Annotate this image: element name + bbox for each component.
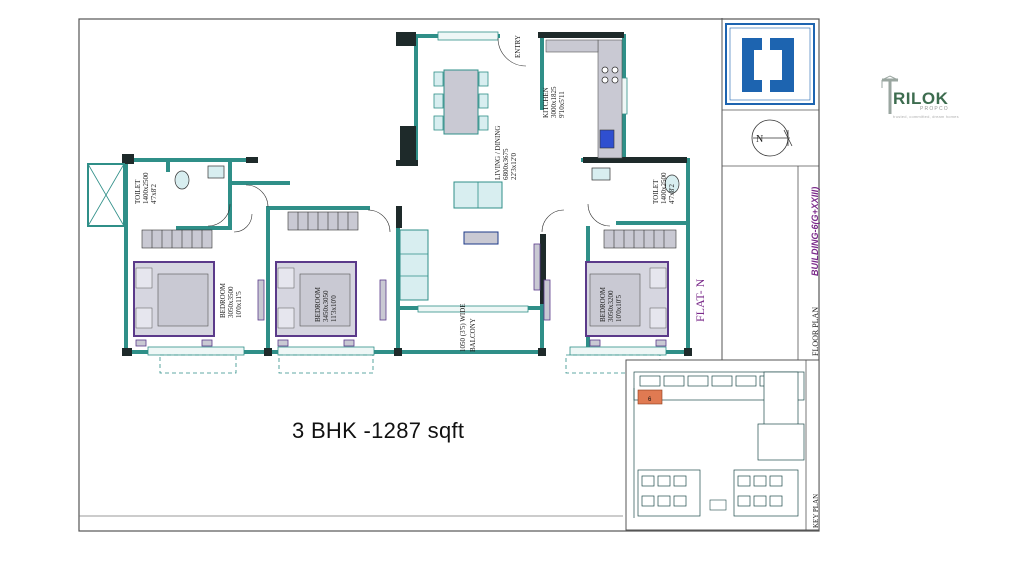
toilet-right-dim-mm: 1400x2500 (660, 172, 668, 204)
building-label: BUILDING-6(G+XXIII) (810, 187, 820, 276)
kitchen-name: KITCHEN (542, 87, 550, 118)
floor-plan-label: FLOOR PLAN (811, 307, 820, 356)
kitchen-dim-ft: 9'10x5'11 (558, 91, 566, 118)
brand-tagline: trusted, committed, dream homes (893, 114, 959, 119)
bedroom-2-dim-ft: 11'3x10'0 (330, 295, 338, 322)
bedroom-1-dim-mm: 3050x3500 (227, 286, 235, 318)
key-plan-label: KEY PLAN (812, 494, 820, 528)
bedroom-1-dim-ft: 10'0x11'5 (235, 291, 243, 318)
kitchen-counter (545, 39, 623, 159)
bedroom-2-dim-mm: 3450x3050 (322, 290, 330, 322)
balcony-name: BALCONY (469, 318, 477, 352)
title-block: N BUILDING-6(G+XXIII) FLOOR PLAN (721, 18, 820, 362)
floor-plan-sheet: TOILET 1400x2500 4'7x8'2 TOILET 1400x250… (78, 18, 820, 532)
bed-1 (133, 261, 215, 337)
toilet-fixtures (174, 165, 680, 194)
bedroom-1-name: BEDROOM (219, 282, 227, 318)
flat-label: FLAT- N (693, 278, 707, 322)
kitchen-dim-mm: 3000x1825 (550, 86, 558, 118)
plan-caption: 3 BHK -1287 sqft (292, 418, 465, 443)
room-labels: TOILET 1400x2500 4'7x8'2 TOILET 1400x250… (134, 35, 707, 352)
toilet-right-dim-ft: 4'7x8'2 (668, 183, 676, 204)
balcony-width-note: 1050 (3'5) WIDE (459, 303, 467, 352)
north-compass-icon: N (751, 119, 793, 157)
key-plan-marker: 6 (648, 397, 652, 403)
bedroom-3-dim-mm: 3050x3200 (607, 290, 615, 322)
dining-table (433, 69, 489, 135)
living-name: LIVING / DINING (494, 126, 502, 180)
living-dim-ft: 22'3x12'0 (510, 152, 518, 180)
toilet-left-dim-ft: 4'7x8'2 (150, 183, 158, 204)
living-dim-mm: 6800x3675 (502, 148, 510, 180)
bed-2 (275, 261, 357, 337)
bed-3 (585, 261, 669, 337)
floor-plan (87, 31, 692, 374)
bedroom-3-name: BEDROOM (599, 286, 607, 322)
bedroom-2-name: BEDROOM (314, 286, 322, 322)
brand-sub: PROPCO (920, 106, 949, 112)
key-plan: 6 KEY PLAN (625, 359, 820, 531)
toilet-left-name: TOILET (134, 179, 142, 204)
developer-logo (725, 23, 815, 105)
brand-name: RILOK (893, 89, 949, 108)
trilok-logo-icon (881, 75, 899, 114)
bedroom-3-dim-ft: 10'0x10'5 (615, 294, 623, 322)
toilet-right-name: TOILET (652, 179, 660, 204)
key-plan-highlight (637, 389, 663, 405)
entry-label: ENTRY (514, 35, 522, 58)
compass-letter: N (756, 134, 763, 145)
toilet-left-dim-mm: 1400x2500 (142, 172, 150, 204)
